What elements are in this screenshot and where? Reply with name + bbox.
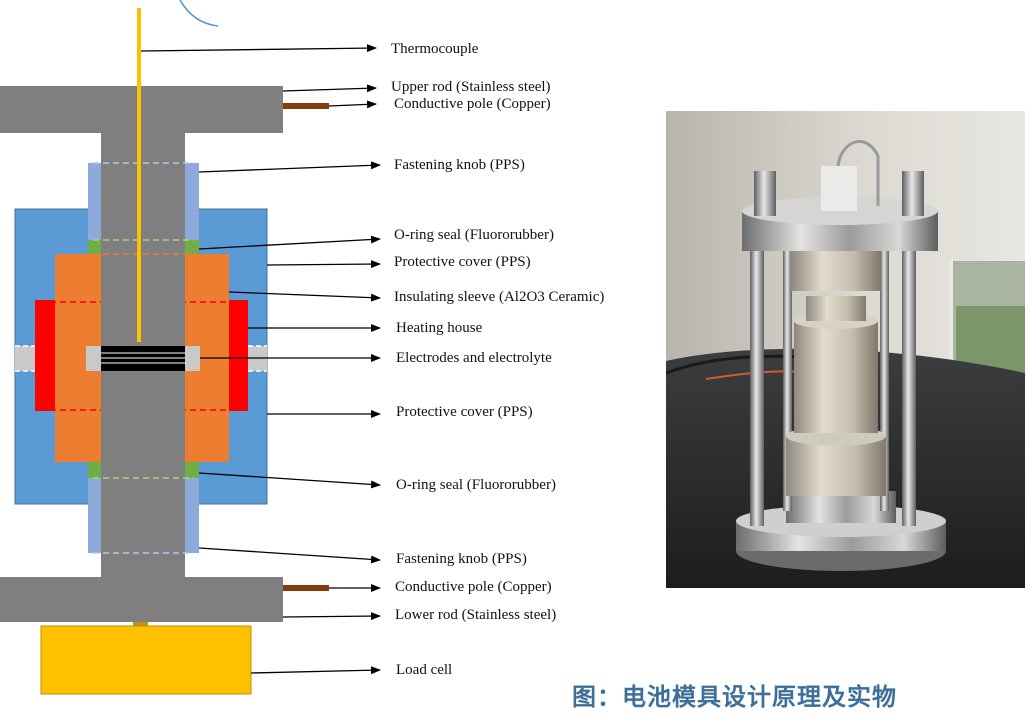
electrode-spacer-left bbox=[86, 346, 101, 371]
label-thermocouple: Thermocouple bbox=[391, 41, 479, 57]
label-conductive-pole-top: Conductive pole (Copper) bbox=[394, 96, 551, 112]
electrode-spacer-right bbox=[185, 346, 200, 371]
label-fastening-knob-top: Fastening knob (PPS) bbox=[394, 157, 525, 173]
o-ring-bottom-right bbox=[185, 462, 199, 478]
o-ring-top-right bbox=[185, 240, 199, 254]
thermocouple-wire bbox=[179, 0, 219, 27]
label-o-ring-bottom: O-ring seal (Fluororubber) bbox=[396, 477, 556, 493]
cell-mold-diagram bbox=[0, 0, 381, 695]
label-conductive-pole-bottom: Conductive pole (Copper) bbox=[395, 579, 552, 595]
label-load-cell: Load cell bbox=[396, 662, 453, 678]
fastening-knob-top-right bbox=[185, 163, 199, 240]
side-port-left bbox=[15, 346, 35, 371]
heater-left bbox=[35, 300, 55, 411]
label-o-ring-top: O-ring seal (Fluororubber) bbox=[394, 227, 554, 243]
label-protective-cover-bottom: Protective cover (PPS) bbox=[396, 404, 533, 420]
label-lower-rod: Lower rod (Stainless steel) bbox=[395, 607, 557, 623]
label-fastening-knob-bottom: Fastening knob (PPS) bbox=[396, 551, 527, 567]
o-ring-bottom-left bbox=[88, 462, 101, 478]
label-protective-cover-top: Protective cover (PPS) bbox=[394, 254, 531, 270]
label-insulating-sleeve: Insulating sleeve (Al2O3 Ceramic) bbox=[394, 289, 605, 305]
o-ring-top-left bbox=[88, 240, 101, 254]
heater-right bbox=[229, 300, 248, 411]
conductive-pole-top bbox=[283, 103, 329, 109]
load-cell bbox=[40, 625, 252, 695]
label-electrodes: Electrodes and electrolyte bbox=[396, 350, 552, 366]
label-heating-house: Heating house bbox=[396, 320, 483, 336]
load-cell-contact bbox=[133, 622, 148, 626]
fastening-knob-bottom-right bbox=[185, 478, 199, 553]
thermocouple-probe bbox=[137, 8, 141, 342]
upper-rod-plate bbox=[0, 86, 283, 133]
figure-caption: 图：电池模具设计原理及实物 bbox=[572, 683, 897, 711]
fastening-knob-bottom-left bbox=[88, 478, 101, 553]
conductive-pole-bottom bbox=[283, 585, 329, 591]
label-upper-rod: Upper rod (Stainless steel) bbox=[391, 79, 551, 95]
fastening-knob-top-left bbox=[88, 163, 101, 240]
device-photo bbox=[666, 111, 1025, 588]
leader-arrows bbox=[140, 44, 381, 675]
lower-rod-plate bbox=[0, 577, 283, 622]
lower-rod-stem bbox=[101, 371, 185, 577]
